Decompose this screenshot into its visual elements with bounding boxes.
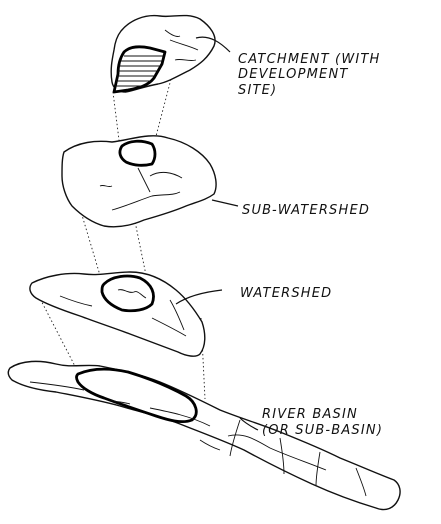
sub-watershed-shape xyxy=(62,136,216,227)
river-basin-label: RIVER BASIN (OR SUB-BASIN) xyxy=(262,407,383,438)
watershed-shape xyxy=(30,272,205,356)
watershed-label: WATERSHED xyxy=(240,286,332,301)
sub-watershed-label: SUB-WATERSHED xyxy=(242,203,370,218)
catchment-label-line-1: CATCHMENT (WITH xyxy=(238,52,381,67)
catchment-label-line-2: DEVELOPMENT xyxy=(238,67,349,82)
catchment-label: CATCHMENT (WITH DEVELOPMENT SITE) xyxy=(238,52,381,98)
development-site xyxy=(114,47,165,92)
river-basin-label-line-2: (OR SUB-BASIN) xyxy=(262,423,383,438)
river-basin-label-line-1: RIVER BASIN xyxy=(262,407,358,422)
catchment-shape xyxy=(111,15,215,92)
catchment-label-line-3: SITE) xyxy=(238,83,277,98)
